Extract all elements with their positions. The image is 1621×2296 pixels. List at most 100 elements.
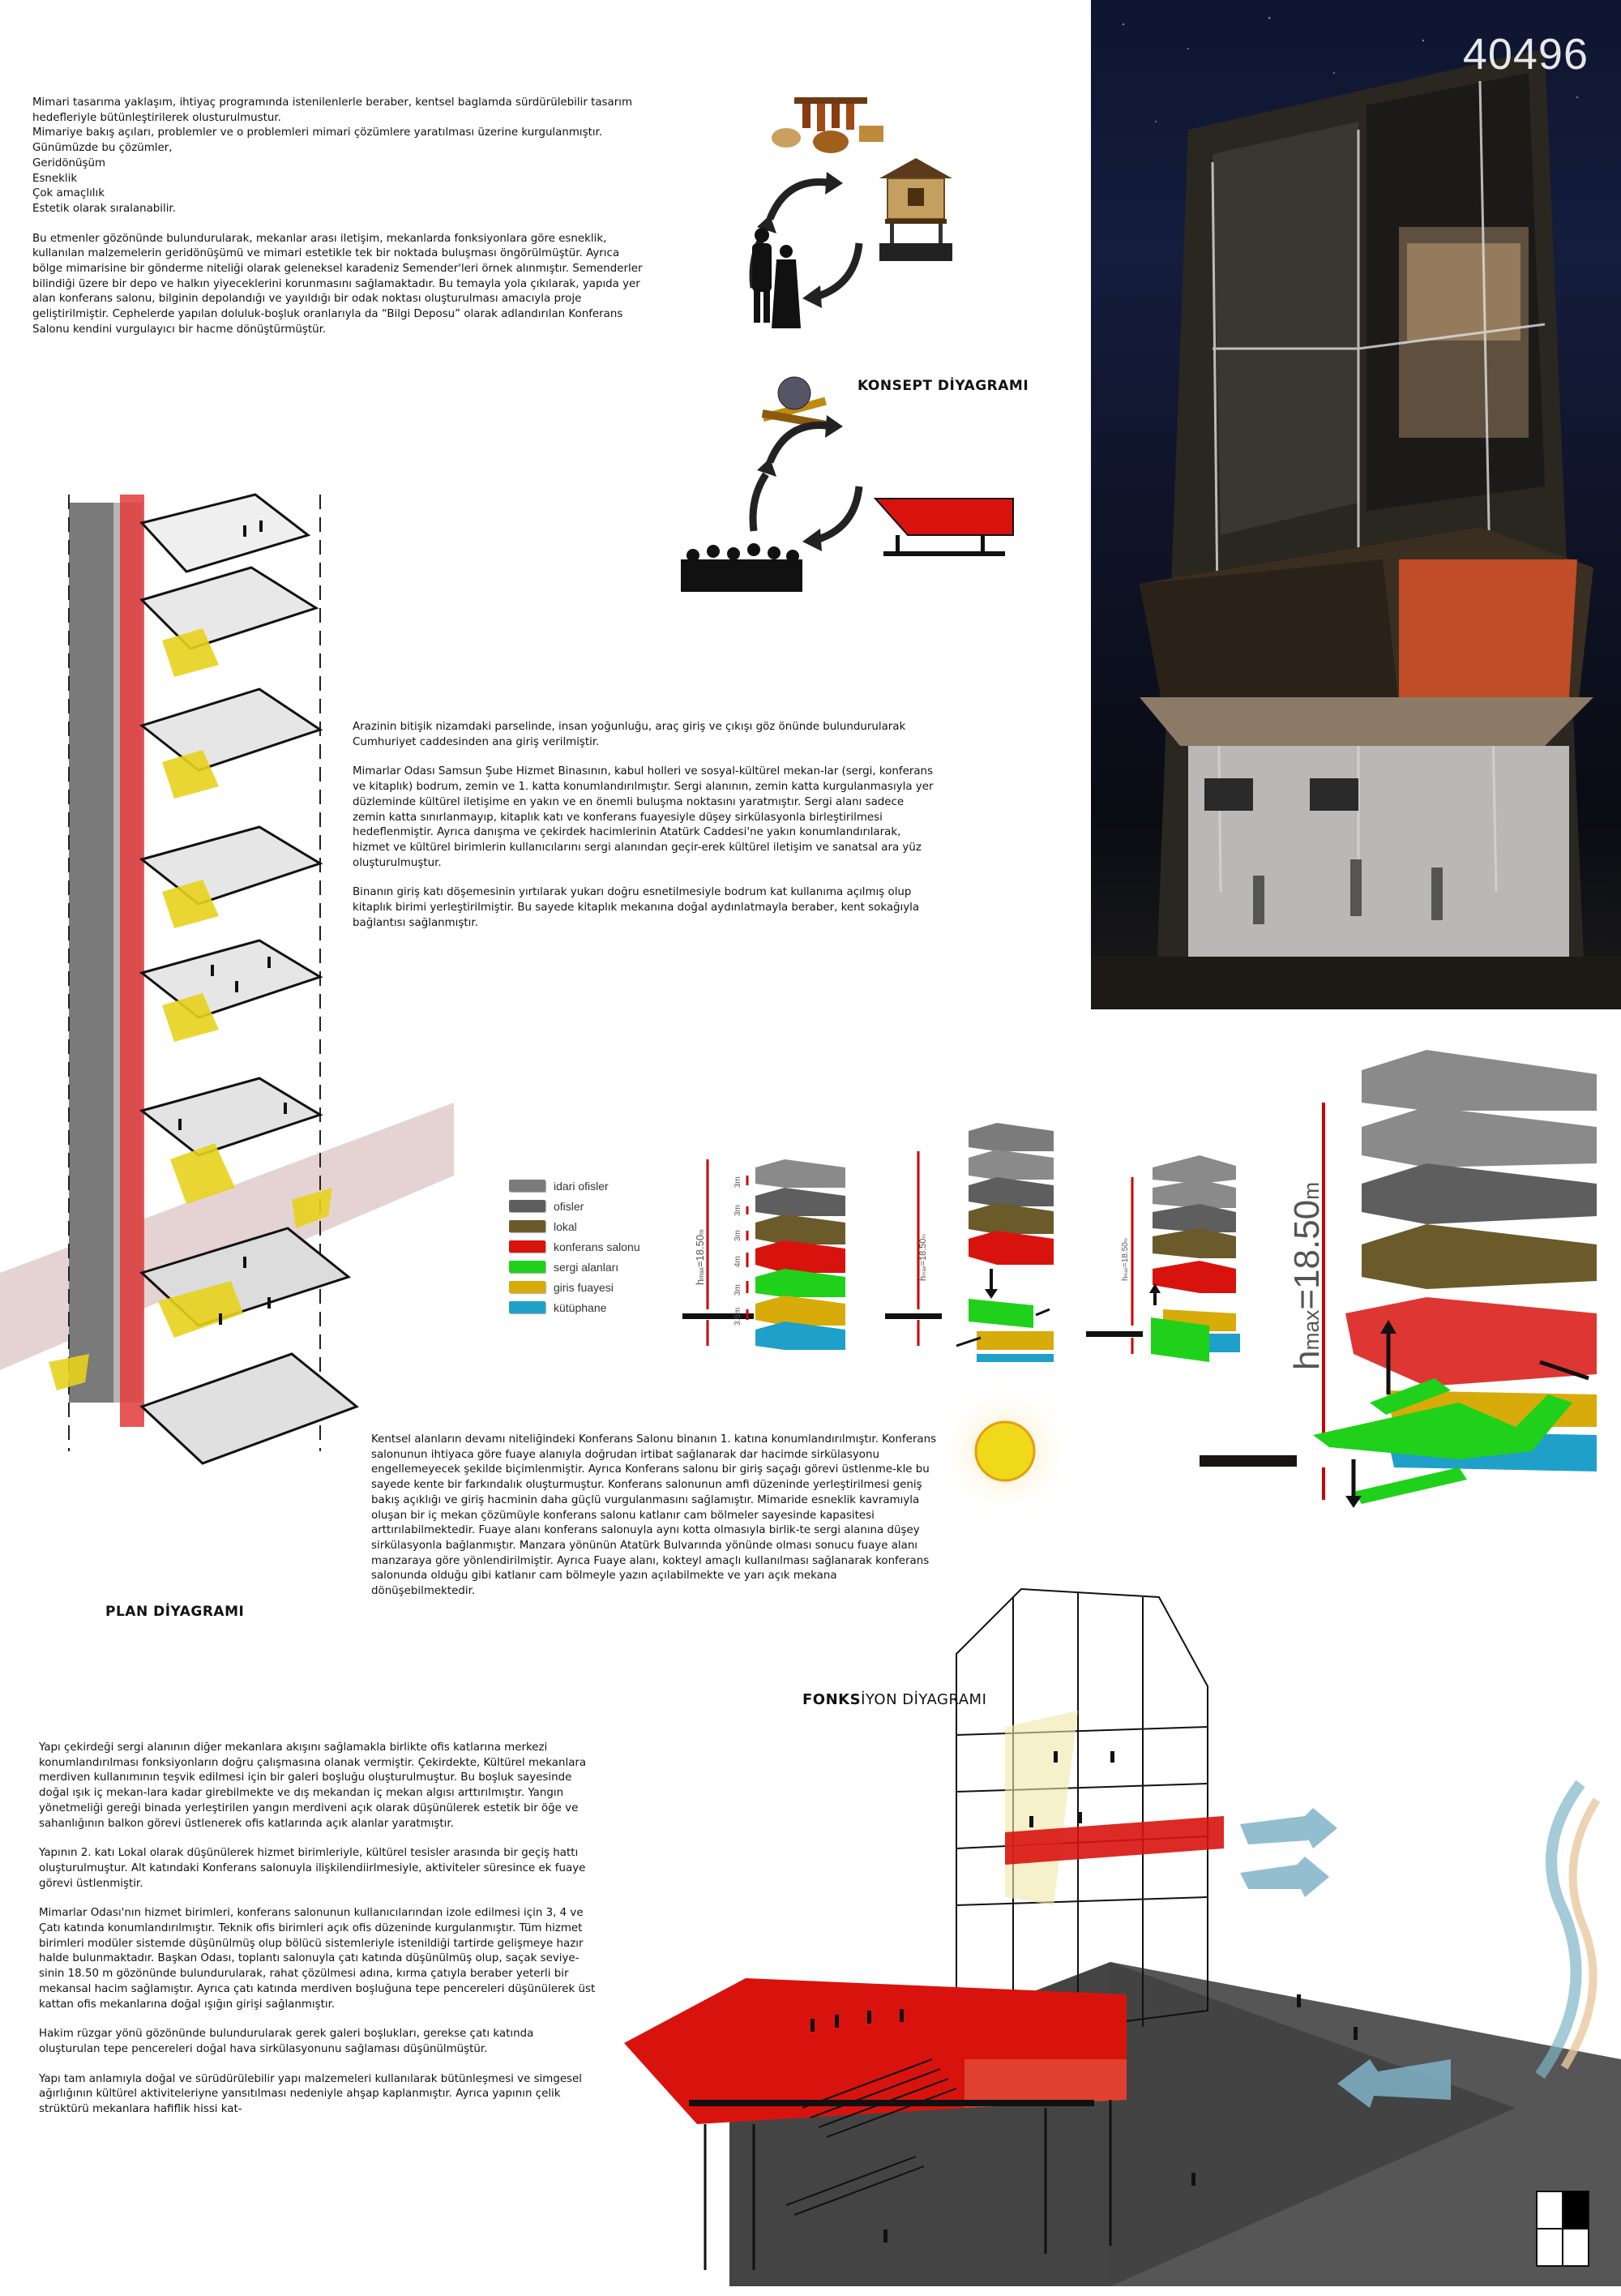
legend-label: kütüphane bbox=[554, 1300, 607, 1314]
height-limit-label: hmax=18.50m bbox=[694, 1229, 706, 1285]
legend-swatch bbox=[509, 1281, 545, 1293]
core-paragraph: Yapı tam anlamıyla doğal ve sürüdürülebi… bbox=[39, 2072, 582, 2116]
floor-plate bbox=[139, 1352, 359, 1465]
hmax-value: =18.50 bbox=[694, 1234, 706, 1268]
hmax-value: =18.50 bbox=[918, 1238, 928, 1266]
height-limit-label-large: hmax=18.50m bbox=[1287, 1182, 1328, 1370]
legend-item: lokal bbox=[509, 1216, 640, 1236]
legend-item: kütüphane bbox=[509, 1297, 640, 1317]
floor-height-label: 3m bbox=[734, 1230, 742, 1241]
people-silhouette-icon bbox=[752, 228, 801, 328]
crowd-silhouette-icon bbox=[681, 543, 802, 592]
legend-swatch bbox=[509, 1240, 545, 1253]
floor-height-label: 4m bbox=[734, 1256, 742, 1267]
legend-swatch bbox=[509, 1261, 545, 1273]
legend-swatch bbox=[509, 1180, 545, 1192]
legend-label: ofisler bbox=[554, 1199, 584, 1213]
core-paragraph: Hakim rüzgar yönü gözönünde bulundurular… bbox=[39, 2028, 534, 2055]
hmax-symbol: h bbox=[918, 1275, 928, 1281]
hmax-symbol: h bbox=[1287, 1350, 1327, 1370]
site-paragraph: Arazinin bitişik nizamdaki parselinde, i… bbox=[353, 721, 906, 748]
people-figures bbox=[810, 1751, 1358, 2242]
legend-swatch bbox=[509, 1200, 545, 1212]
wind-arrows bbox=[1240, 1808, 1451, 2108]
function-title-bold: FONKS bbox=[802, 1691, 862, 1708]
stairs bbox=[785, 2058, 957, 2216]
conference-paragraph: Kentsel alanların devamı niteliğindeki K… bbox=[371, 1433, 937, 1598]
hmax-symbol: h bbox=[694, 1279, 706, 1285]
concept-diagram-title: KONSEPT DİYAGRAMI bbox=[858, 378, 1029, 394]
intro-text: Mimari tasarıma yaklaşım, ihtiyaç progra… bbox=[32, 96, 648, 353]
massing-stack-3 bbox=[1086, 1155, 1240, 1362]
site-paragraph: Mimarlar Odası Samsun Şube Hizmet Binası… bbox=[353, 765, 934, 869]
height-limit-label: hmax=18.50m bbox=[1121, 1238, 1130, 1281]
floor-plate bbox=[139, 493, 311, 573]
function-diagram-title: FONKSİYON DİYAGRAMI bbox=[802, 1691, 986, 1708]
plan-diagram bbox=[0, 493, 454, 1465]
hmax-unit: m bbox=[1124, 1238, 1129, 1243]
massing-stack-1 bbox=[682, 1159, 845, 1350]
conference-volume-icon bbox=[873, 498, 1014, 556]
floor-blocks bbox=[755, 1159, 845, 1350]
conference-text: Kentsel alanların devamı niteliğindeki K… bbox=[371, 1433, 939, 1614]
massing-stack-2 bbox=[885, 1123, 1054, 1362]
hmax-symbol: h bbox=[1121, 1276, 1130, 1281]
core-paragraph: Yapı çekirdeği sergi alanının diğer meka… bbox=[39, 1741, 587, 1830]
legend-label: konferans salonu bbox=[554, 1240, 640, 1253]
sun-icon bbox=[934, 1380, 1076, 1523]
site-text: Arazinin bitişik nizamdaki parselinde, i… bbox=[353, 720, 936, 945]
hmax-subscript: max bbox=[698, 1267, 705, 1279]
landscape-swirl bbox=[1535, 1780, 1585, 2080]
function-legend: idari ofisler ofisler lokal konferans sa… bbox=[509, 1176, 640, 1317]
legend-label: giris fuayesi bbox=[554, 1280, 614, 1294]
legend-label: lokal bbox=[554, 1219, 577, 1233]
legend-item: giris fuayesi bbox=[509, 1277, 640, 1297]
cycle-arrow bbox=[817, 486, 863, 543]
height-limit-label: hmax=18.50m bbox=[918, 1234, 928, 1281]
building-render bbox=[1091, 16, 1621, 1009]
semender-hut-icon bbox=[879, 158, 952, 261]
night-render-image: 40496 bbox=[1091, 0, 1621, 1009]
legend-label: sergi alanları bbox=[554, 1260, 619, 1274]
floor-height-label: 3.5m bbox=[734, 1307, 742, 1326]
hmax-unit: m bbox=[1299, 1181, 1324, 1200]
hmax-subscript: max bbox=[922, 1266, 927, 1276]
core-paragraph: Yapının 2. katı Lokal olarak düşünülerek… bbox=[39, 1847, 586, 1890]
floor-plate bbox=[139, 688, 323, 772]
site-paragraph: Binanın giriş katı döşemesinin yırtılara… bbox=[353, 886, 920, 929]
core-text: Yapı çekirdeği sergi alanının diğer meka… bbox=[39, 1741, 598, 2132]
cycle-arrow bbox=[766, 178, 828, 221]
floor-plate bbox=[139, 566, 319, 650]
legend-item: idari ofisler bbox=[509, 1176, 640, 1196]
hmax-subscript: max bbox=[1124, 1267, 1129, 1277]
core-red-strip bbox=[120, 495, 144, 1427]
globe-books-icon bbox=[761, 376, 828, 429]
floor-height-label: 3m bbox=[734, 1176, 742, 1188]
conference-hall-upper bbox=[1005, 1816, 1224, 1865]
legend-item: ofisler bbox=[509, 1196, 640, 1216]
legend-swatch bbox=[509, 1220, 545, 1232]
intro-paragraph: Mimari tasarıma yaklaşım, ihtiyaç progra… bbox=[32, 96, 633, 215]
hmax-unit: m bbox=[698, 1229, 705, 1235]
concept-diagram bbox=[681, 97, 1014, 592]
hmax-unit: m bbox=[922, 1233, 927, 1239]
hmax-value: =18.50 bbox=[1121, 1242, 1130, 1268]
people-figures bbox=[178, 520, 287, 1325]
floor-plates bbox=[139, 493, 359, 1465]
cycle-arrow bbox=[817, 242, 863, 300]
legend-item: sergi alanları bbox=[509, 1257, 640, 1277]
food-storage-icon bbox=[772, 97, 883, 153]
cycle-arrow bbox=[766, 422, 828, 464]
legend-swatch bbox=[509, 1301, 545, 1313]
floor-height-label: 3m bbox=[734, 1284, 742, 1296]
function-section-diagram bbox=[624, 1587, 1621, 2286]
plan-diagram-title: PLAN DİYAGRAMI bbox=[105, 1604, 245, 1620]
legend-label: idari ofisler bbox=[554, 1179, 609, 1193]
cycle-arrow bbox=[749, 472, 769, 532]
intro-paragraph: Bu etmenler gözönünde bulundurularak, me… bbox=[32, 232, 643, 336]
stair-highlights bbox=[49, 628, 332, 1390]
sheet-index-icon bbox=[1536, 2191, 1589, 2267]
core-paragraph: Mimarlar Odası'nın hizmet birimleri, kon… bbox=[39, 1907, 596, 2011]
project-number: 40496 bbox=[1462, 30, 1589, 79]
massing-exploded bbox=[1200, 1050, 1597, 1508]
